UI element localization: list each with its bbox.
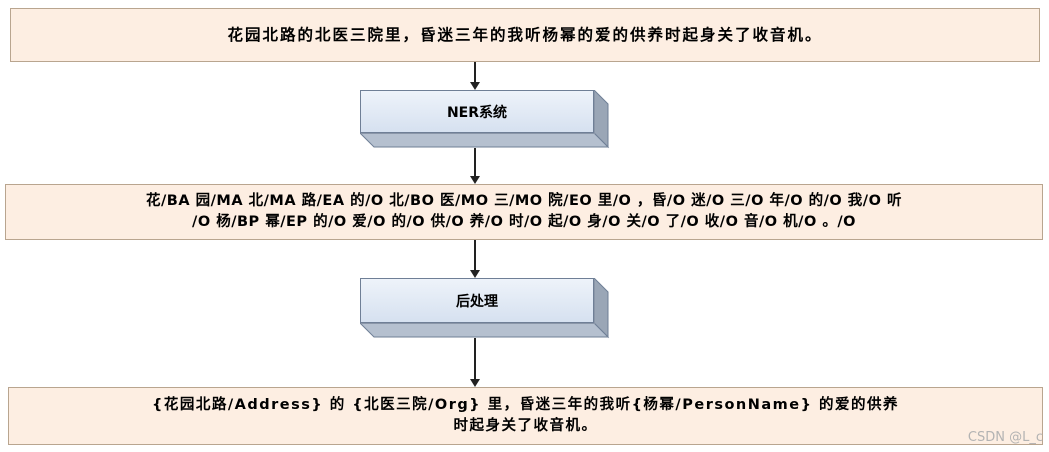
flow-arrow-3	[470, 240, 480, 278]
ner-system-box: NER系统	[360, 90, 594, 133]
final-output-box: {花园北路/Address} 的 {北医三院/Org} 里，昏迷三年的我听{杨幂…	[8, 387, 1043, 445]
final-output-line-1: {花园北路/Address} 的 {北医三院/Org} 里，昏迷三年的我听{杨幂…	[152, 397, 899, 413]
ner-system-label: NER系统	[446, 104, 508, 121]
tagged-sequence-line-1: 花/BA 园/MA 北/MA 路/EA 的/O 北/BO 医/MO 三/MO 院…	[146, 193, 902, 209]
input-sentence-box: 花园北路的北医三院里，昏迷三年的我听杨幂的爱的供养时起身关了收音机。	[10, 8, 1040, 62]
post-process-box: 后处理	[360, 278, 594, 323]
post-process-label: 后处理	[456, 293, 498, 310]
tagged-sequence-box: 花/BA 园/MA 北/MA 路/EA 的/O 北/BO 医/MO 三/MO 院…	[5, 184, 1043, 240]
flow-arrow-4	[470, 338, 480, 387]
flow-arrow-1	[470, 62, 480, 90]
watermark: CSDN @L_c	[967, 430, 1043, 445]
input-sentence-text: 花园北路的北医三院里，昏迷三年的我听杨幂的爱的供养时起身关了收音机。	[227, 25, 823, 44]
flow-arrow-2	[470, 148, 480, 184]
tagged-sequence-line-2: /O 杨/BP 幂/EP 的/O 爱/O 的/O 供/O 养/O 时/O 起/O…	[192, 214, 856, 230]
final-output-line-2: 时起身关了收音机。	[453, 418, 598, 434]
